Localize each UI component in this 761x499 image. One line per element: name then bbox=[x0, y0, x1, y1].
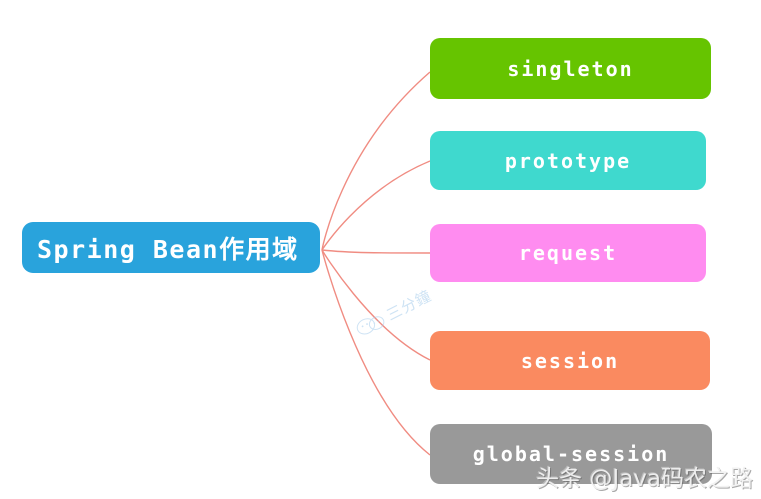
wechat-icon bbox=[352, 308, 388, 339]
center-watermark-text: 三分鐘 bbox=[383, 286, 435, 324]
branch-node-singleton[interactable]: singleton bbox=[430, 38, 711, 99]
branch-node-prototype[interactable]: prototype bbox=[430, 131, 706, 190]
connector-to-session bbox=[321, 249, 431, 361]
root-node-spring-bean-scope[interactable]: Spring Bean作用域 bbox=[22, 222, 320, 273]
branch-node-session[interactable]: session bbox=[430, 331, 710, 390]
connector-to-request bbox=[321, 249, 431, 254]
branch-node-request[interactable]: request bbox=[430, 224, 706, 282]
connector-to-singleton bbox=[321, 71, 431, 251]
connector-to-prototype bbox=[321, 160, 431, 251]
branch-node-global-session[interactable]: global-session bbox=[430, 424, 712, 484]
connector-to-global-session bbox=[321, 249, 431, 456]
